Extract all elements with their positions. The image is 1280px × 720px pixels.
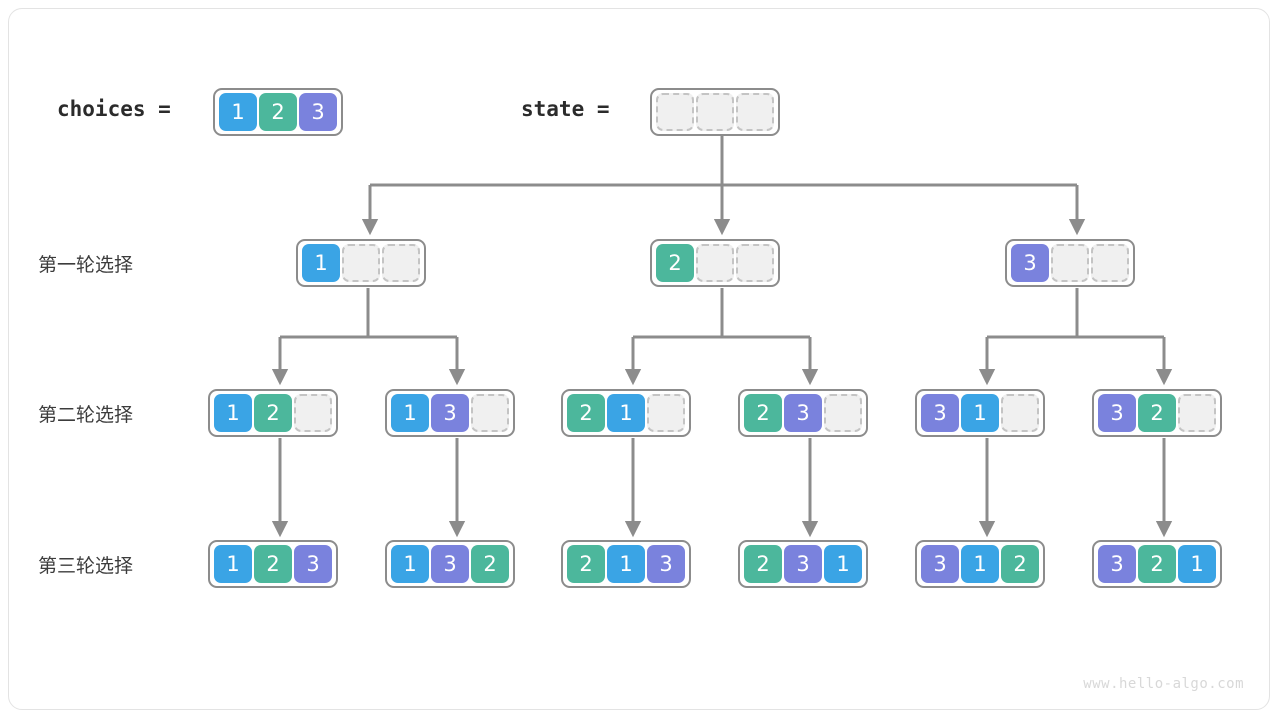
array-cell-value: 3	[921, 394, 959, 432]
array-cell-value: 3	[431, 394, 469, 432]
array-cell-value: 3	[1098, 394, 1136, 432]
array-cell-value: 1	[824, 545, 862, 583]
array-cell-value: 1	[607, 394, 645, 432]
array-cell-empty	[696, 244, 734, 282]
array-cell-empty	[342, 244, 380, 282]
array-cell-value: 2	[567, 394, 605, 432]
choices-label: choices =	[57, 97, 171, 121]
array-cell-value: 2	[1001, 545, 1039, 583]
array-cell-empty	[647, 394, 685, 432]
array-cell-value: 3	[431, 545, 469, 583]
array-cell-value: 1	[302, 244, 340, 282]
array-cell-empty	[1091, 244, 1129, 282]
array-cell-value: 2	[744, 545, 782, 583]
array-cell-value: 3	[647, 545, 685, 583]
array-cell-value: 2	[471, 545, 509, 583]
array-cell-empty	[824, 394, 862, 432]
row-label-level2: 第二轮选择	[38, 404, 134, 426]
level1-node-2: 2	[650, 239, 780, 287]
array-cell-empty	[1051, 244, 1089, 282]
array-cell-value: 1	[391, 394, 429, 432]
array-cell-value: 1	[961, 545, 999, 583]
array-cell-value: 3	[299, 93, 337, 131]
array-cell-empty	[471, 394, 509, 432]
array-cell-value: 3	[784, 394, 822, 432]
array-cell-empty	[1178, 394, 1216, 432]
array-cell-value: 3	[294, 545, 332, 583]
array-cell-empty	[736, 244, 774, 282]
array-cell-value: 3	[921, 545, 959, 583]
array-cell-value: 2	[744, 394, 782, 432]
array-cell-value: 2	[254, 394, 292, 432]
watermark: www.hello-algo.com	[1083, 676, 1244, 692]
array-cell-value: 2	[1138, 394, 1176, 432]
array-cell-empty	[382, 244, 420, 282]
array-cell-value: 1	[391, 545, 429, 583]
diagram-frame	[8, 8, 1270, 710]
array-cell-empty	[696, 93, 734, 131]
array-cell-empty	[294, 394, 332, 432]
array-cell-value: 3	[784, 545, 822, 583]
state-array	[650, 88, 780, 136]
array-cell-value: 2	[1138, 545, 1176, 583]
array-cell-value: 1	[607, 545, 645, 583]
array-cell-value: 1	[1178, 545, 1216, 583]
array-cell-value: 2	[656, 244, 694, 282]
state-label: state =	[521, 97, 610, 121]
array-cell-value: 3	[1098, 545, 1136, 583]
array-cell-value: 1	[961, 394, 999, 432]
row-label-level1: 第一轮选择	[38, 254, 134, 276]
level1-node-3: 3	[1005, 239, 1135, 287]
array-cell-value: 1	[214, 545, 252, 583]
array-cell-empty	[736, 93, 774, 131]
array-cell-value: 3	[1011, 244, 1049, 282]
array-cell-empty	[1001, 394, 1039, 432]
row-label-level3: 第三轮选择	[38, 555, 134, 577]
array-cell-empty	[656, 93, 694, 131]
array-cell-value: 2	[259, 93, 297, 131]
array-cell-value: 2	[254, 545, 292, 583]
level1-node-1: 1	[296, 239, 426, 287]
array-cell-value: 1	[219, 93, 257, 131]
array-cell-value: 1	[214, 394, 252, 432]
array-cell-value: 2	[567, 545, 605, 583]
